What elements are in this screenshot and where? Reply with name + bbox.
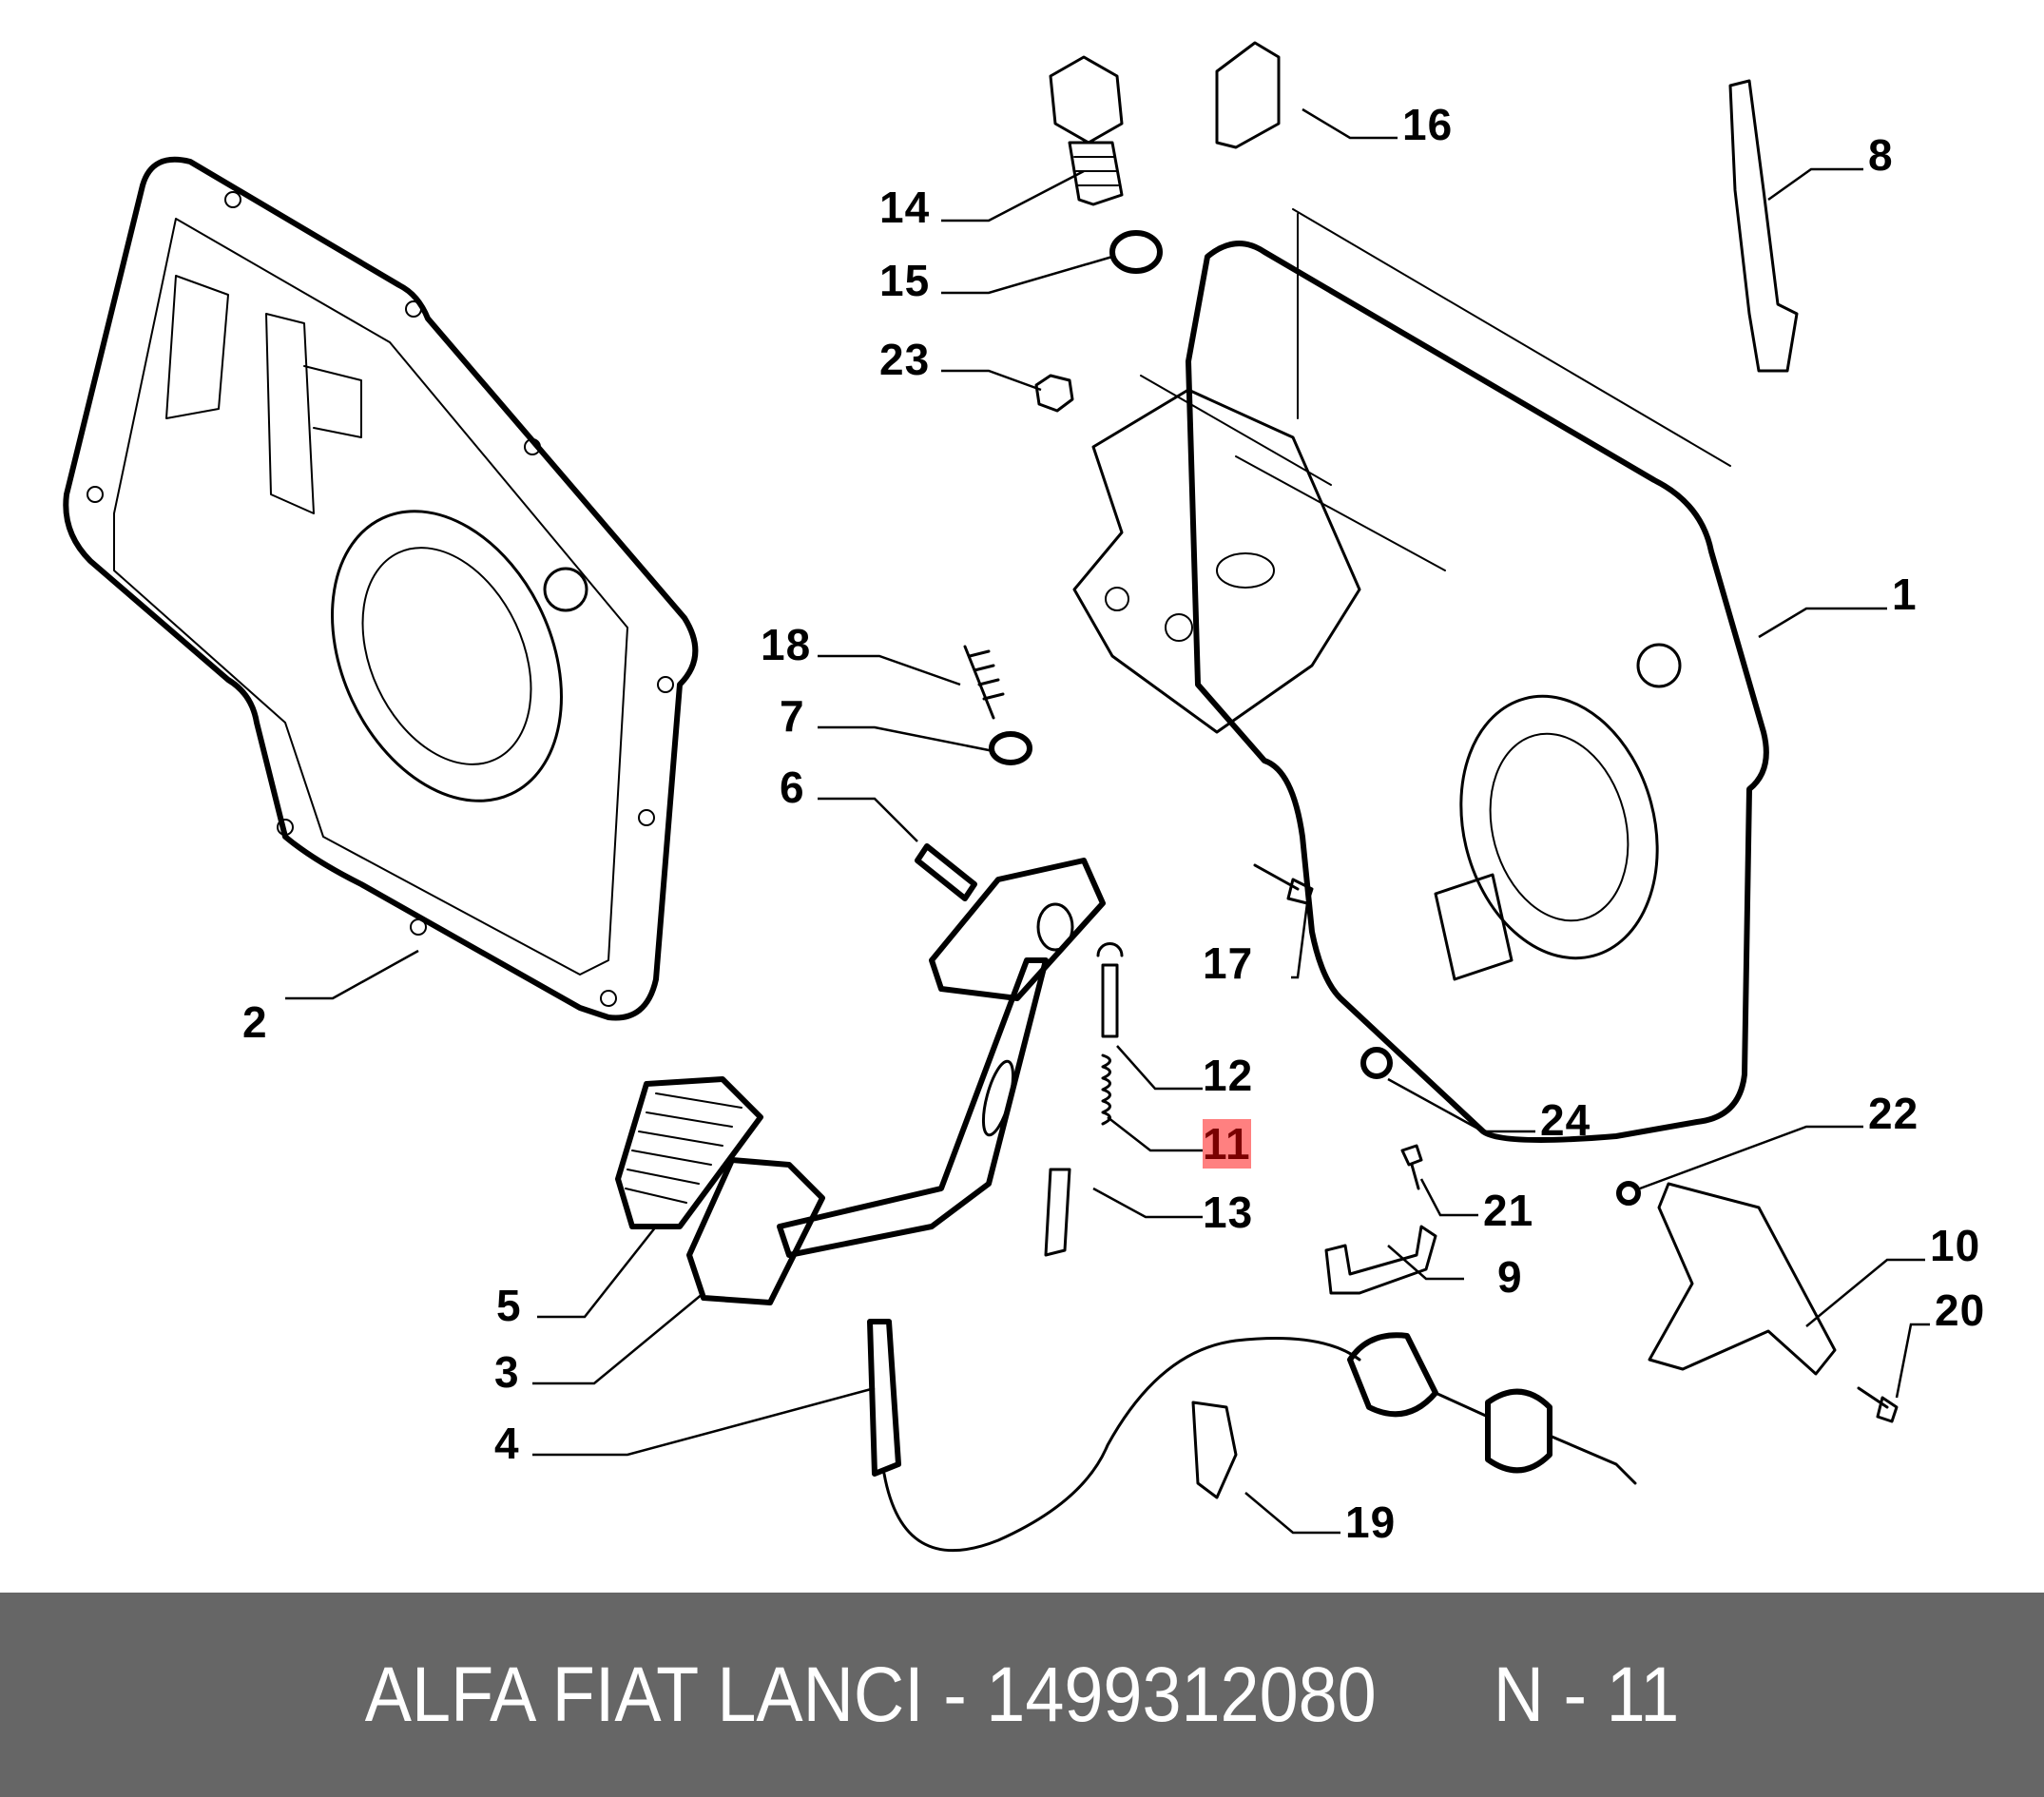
part-19-clip [1191,1401,1238,1499]
part-8-bracket [1728,79,1799,373]
pedal-assembly-diagram [63,41,1930,1553]
footer-gap [1377,1652,1494,1738]
callout-10: 10 [1930,1221,1981,1270]
callout-11-label: 11 [1203,1119,1251,1169]
callout-14: 14 [879,183,931,232]
part-3-pedal-pad [686,1157,825,1305]
footer-separator: - [923,1651,987,1738]
callout-6: 6 [780,763,805,812]
callout-11-highlighted: 11 [1203,1119,1251,1169]
callout-15: 15 [879,256,931,305]
part-1-pedal-box [1072,208,1769,1143]
part-20-bolt [1857,1386,1899,1423]
callout-24: 24 [1540,1095,1591,1145]
callout-4: 4 [494,1419,520,1468]
part-11-spring [1101,1053,1111,1126]
part-4-clutch-cable [867,1319,1637,1553]
callout-17: 17 [1203,938,1254,988]
part-24-nut [1360,1047,1393,1079]
callout-20: 20 [1935,1285,1986,1335]
footer-caption: ALFA FIAT LANCI - 1499312080 N - 11 [365,1651,1679,1740]
callout-5: 5 [496,1281,522,1330]
callout-19: 19 [1345,1498,1397,1547]
part-15-ring [1109,230,1163,274]
part-22-washer [1616,1181,1641,1206]
callout-22: 22 [1868,1089,1919,1138]
footer-bar: ALFA FIAT LANCI - 1499312080 N - 11 [0,1593,2044,1797]
callout-9: 9 [1497,1252,1523,1302]
pedal-arm [777,858,1106,1258]
callout-16: 16 [1402,100,1454,149]
part-18-spring [963,645,1005,720]
part-6-pin [915,843,977,901]
part-12-bolt [1096,942,1124,1038]
leader-lines [285,107,1930,1535]
part-14-switch [1049,55,1124,206]
callout-13: 13 [1203,1188,1254,1237]
callout-21: 21 [1483,1186,1534,1235]
footer-position: N - 11 [1493,1651,1680,1738]
callout-7: 7 [780,691,805,741]
footer-part-number: 1499312080 [986,1651,1377,1738]
callout-2: 2 [242,997,268,1047]
callout-23: 23 [879,335,931,384]
callout-3: 3 [494,1347,520,1397]
callout-8: 8 [1868,130,1894,180]
part-5-pedal-pad [615,1076,763,1229]
part-7-bush [989,731,1032,765]
callout-12: 12 [1203,1051,1254,1100]
part-13-sleeve [1044,1168,1071,1257]
part-9-bracket [1324,1225,1437,1295]
part-2-cover-panel [63,156,699,1021]
part-21-screw [1400,1144,1423,1190]
callout-18: 18 [761,620,812,669]
part-23-nut [1034,374,1074,413]
part-16-clip [1215,41,1281,149]
footer-brand: ALFA FIAT LANCI [364,1651,924,1738]
callout-1: 1 [1892,570,1918,619]
part-10-bracket [1648,1182,1837,1376]
